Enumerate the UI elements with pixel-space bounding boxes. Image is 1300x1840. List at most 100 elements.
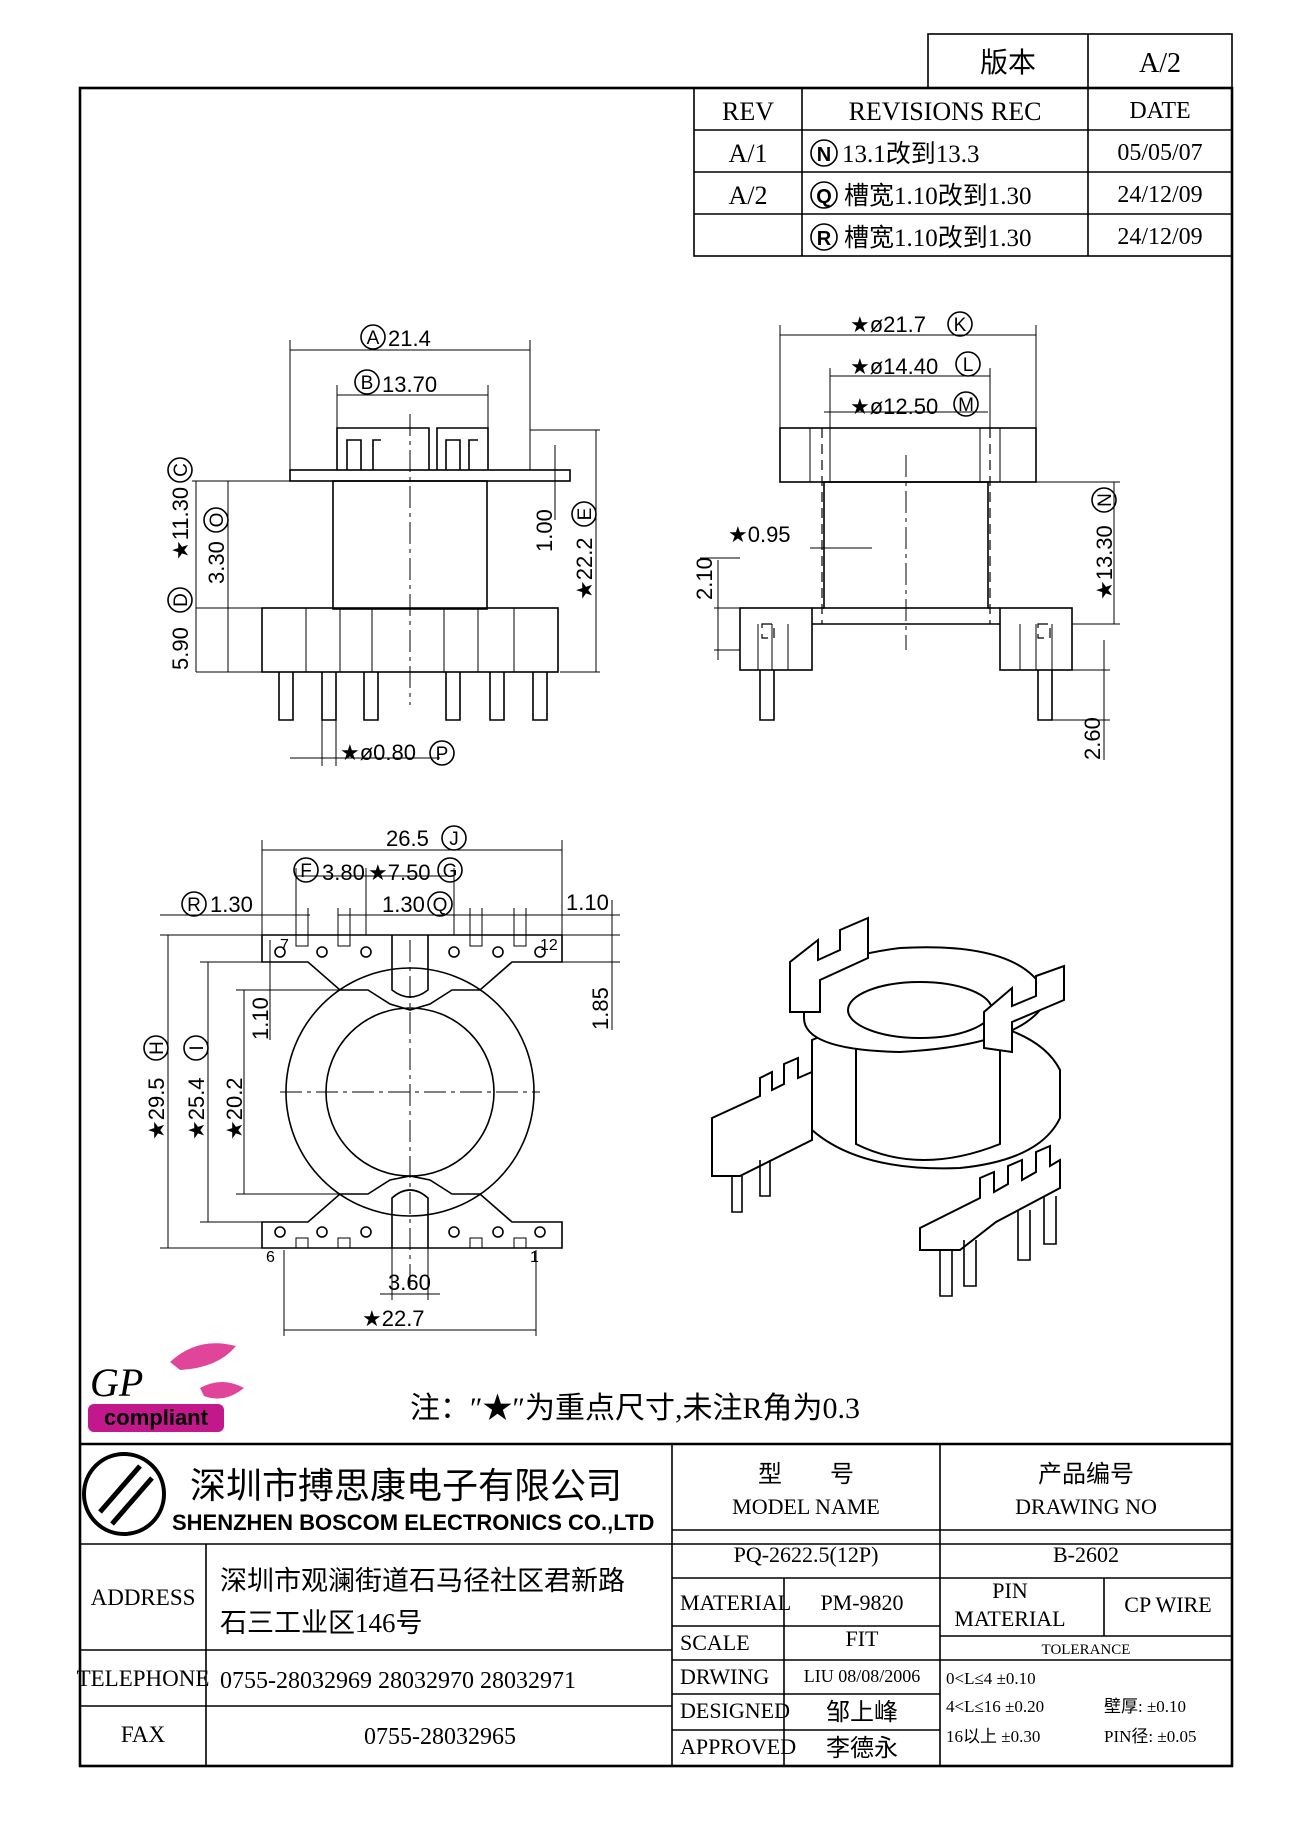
bottom-j-mark: J	[449, 829, 459, 850]
tolerance-row-2: 4<L≤16 ±0.20	[946, 1697, 1044, 1716]
rev-2: A/2	[729, 181, 768, 210]
side-view: ★ø21.7 K ★ø14.40 L ★ø12.50 M ★13.30 N ★0…	[692, 311, 1120, 760]
gp-text: GP	[90, 1360, 143, 1405]
company-name-en: SHENZHEN BOSCOM ELECTRONICS CO.,LTD	[172, 1510, 654, 1535]
model-label-cn: 型 号	[758, 1461, 854, 1488]
front-b-mark: B	[361, 373, 374, 394]
bottom-f-mark: F	[300, 861, 312, 882]
rev-header: REV	[722, 97, 774, 126]
pin-label-12: 12	[540, 937, 558, 954]
designed-label: DESIGNED	[680, 1698, 790, 1723]
front-d-mark: D	[171, 593, 192, 607]
side-0-95: ★0.95	[728, 522, 791, 547]
gp-compliant-logo: GP compliant	[88, 1343, 244, 1432]
front-b-value: 13.70	[382, 372, 437, 397]
address-line2: 石三工业区146号	[220, 1608, 423, 1638]
scale-value: FIT	[846, 1626, 880, 1651]
isometric-view	[711, 916, 1065, 1297]
tolerance-wall: 壁厚: ±0.10	[1104, 1697, 1186, 1716]
bottom-r-value: 1.30	[210, 892, 253, 917]
fax-value: 0755-28032965	[364, 1724, 516, 1750]
rev-2-mark: Q	[816, 186, 832, 208]
front-a-value: 21.4	[388, 326, 431, 351]
bottom-3-60: 3.60	[388, 1270, 431, 1295]
rev-1: A/1	[729, 139, 768, 168]
pin-label: PIN	[992, 1578, 1028, 1603]
bottom-1-10-left: 1.10	[248, 997, 273, 1040]
side-2-60: 2.60	[1080, 717, 1105, 760]
sheet-border	[78, 86, 1234, 1768]
version-label: 版本	[980, 47, 1036, 79]
version-box: 版本 A/2	[927, 33, 1233, 89]
telephone-label: TELEPHONE	[77, 1666, 210, 1691]
front-p-value: ★ø0.80	[340, 740, 416, 765]
side-n-mark: N	[1095, 493, 1116, 507]
model-value: PQ-2622.5(12P)	[734, 1542, 879, 1567]
side-l-mark: L	[963, 355, 974, 376]
front-c-value: ★11.30	[168, 487, 193, 560]
rev-2-text: 槽宽1.10改到1.30	[844, 182, 1032, 210]
rev-1-date: 05/05/07	[1117, 140, 1202, 166]
telephone-value: 0755-28032969 28032970 28032971	[220, 1668, 576, 1694]
approved-value: 李德永	[826, 1735, 898, 1762]
bottom-q-value: 1.30	[382, 892, 425, 917]
front-p-mark: P	[436, 744, 449, 765]
bottom-g-value: ★7.50	[368, 860, 431, 885]
tolerance-row-1: 0<L≤4 ±0.10	[946, 1669, 1036, 1688]
front-1-00: 1.00	[532, 509, 557, 552]
side-n-value: ★13.30	[1092, 525, 1117, 600]
bottom-r-mark: R	[187, 895, 201, 916]
drwing-label: DRWING	[680, 1664, 769, 1689]
bottom-20-2: ★20.2	[222, 1077, 247, 1140]
title-block: 深圳市搏思康电子有限公司 SHENZHEN BOSCOM ELECTRONICS…	[77, 1442, 1232, 1766]
front-d-value: 5.90	[168, 627, 193, 670]
side-m-value: ★ø12.50	[850, 394, 938, 419]
drawing-no-value: B-2602	[1053, 1542, 1119, 1567]
bottom-h-value: ★29.5	[144, 1077, 169, 1140]
bottom-h-mark: H	[147, 1041, 168, 1055]
compliant-text: compliant	[104, 1405, 209, 1430]
pin-label-6: 6	[266, 1249, 275, 1266]
front-o-value: 3.30	[204, 541, 229, 584]
rev-3-text: 槽宽1.10改到1.30	[844, 224, 1032, 252]
bottom-q-mark: Q	[433, 895, 448, 916]
designed-value: 邹上峰	[826, 1699, 898, 1726]
bottom-g-mark: G	[443, 861, 458, 882]
rev-1-text: 13.1改到13.3	[842, 140, 980, 168]
leaf-icon	[170, 1343, 236, 1370]
tolerance-row-3: 16以上 ±0.30	[946, 1727, 1040, 1746]
bottom-1-10-top: 1.10	[566, 890, 609, 915]
rev-3-mark: R	[817, 228, 832, 250]
drawing-no-label-en: DRAWING NO	[1015, 1494, 1157, 1519]
revisions-header: REVISIONS REC	[849, 97, 1042, 126]
version-value: A/2	[1139, 48, 1181, 79]
side-m-mark: M	[958, 395, 974, 416]
approved-label: APPROVED	[680, 1734, 796, 1759]
drawing-note: 注：″★″为重点尺寸,未注R角为0.3	[410, 1392, 860, 1425]
bottom-j-value: 26.5	[386, 826, 429, 851]
rev-3-date: 24/12/09	[1117, 224, 1202, 250]
rev-2-date: 24/12/09	[1117, 182, 1202, 208]
side-k-value: ★ø21.7	[850, 312, 926, 337]
fax-label: FAX	[121, 1722, 166, 1747]
revision-table: REV REVISIONS REC DATE A/1 N 13.1改到13.3 …	[693, 87, 1233, 257]
drawing-no-label-cn: 产品编号	[1038, 1461, 1134, 1488]
drwing-value: LIU 08/08/2006	[804, 1666, 921, 1686]
side-2-10: 2.10	[692, 557, 717, 600]
company-name-cn: 深圳市搏思康电子有限公司	[190, 1466, 622, 1506]
material-label: MATERIAL	[680, 1590, 791, 1615]
bottom-f-value: 3.80	[322, 860, 365, 885]
front-e-value: ★22.2	[572, 537, 597, 600]
rev-1-mark: N	[817, 144, 831, 166]
boscom-logo-icon	[82, 1452, 166, 1536]
front-o-mark: O	[207, 513, 228, 528]
side-l-value: ★ø14.40	[850, 354, 938, 379]
address-line1: 深圳市观澜街道石马径社区君新路	[220, 1566, 625, 1596]
model-label-en: MODEL NAME	[732, 1494, 880, 1519]
bottom-i-value: ★25.4	[184, 1077, 209, 1140]
pin-label-7: 7	[280, 937, 289, 954]
tolerance-pin: PIN径: ±0.05	[1104, 1727, 1196, 1746]
side-k-mark: K	[954, 315, 967, 336]
front-c-mark: C	[171, 463, 192, 477]
